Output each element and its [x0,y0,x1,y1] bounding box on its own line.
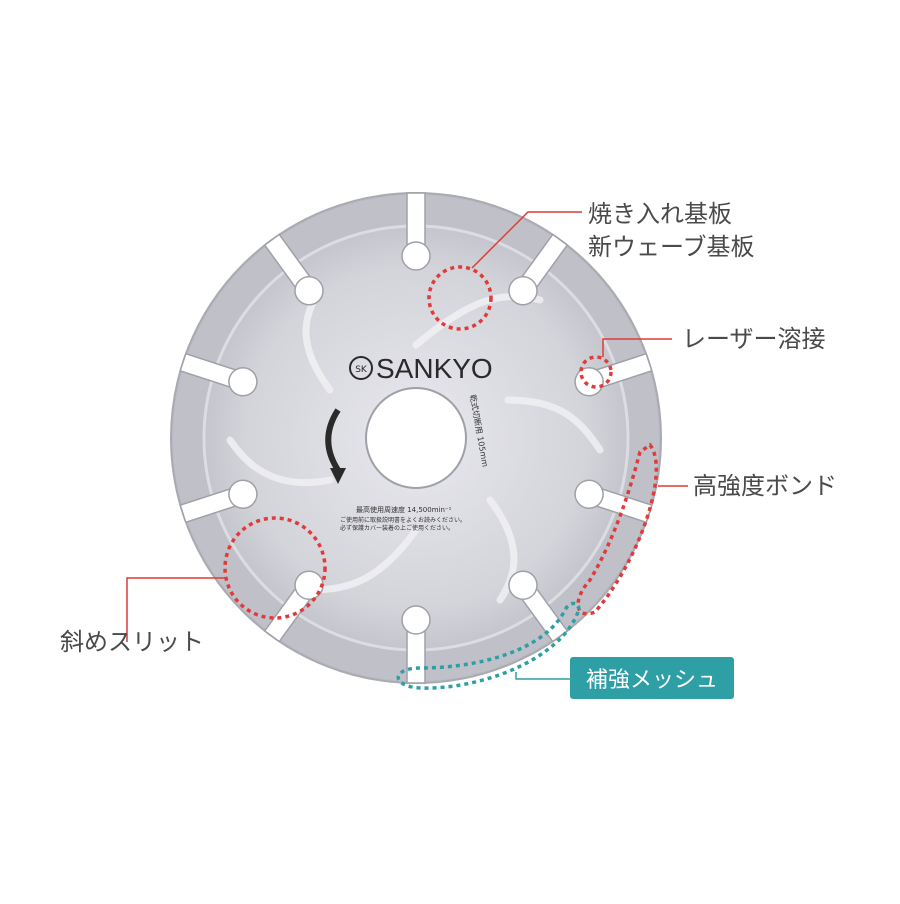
callout-heat-treated: 焼き入れ基板 新ウェーブ基板 [588,198,755,264]
brand-text: SANKYO [376,353,493,384]
callout-mesh: 補強メッシュ [570,657,734,699]
slits [179,192,653,684]
rotation-arrow [325,408,341,472]
caution-line-1: ご使用前に取扱説明書をよくお読みください。 [340,516,466,524]
callout-heat-treated-line-2: 新ウェーブ基板 [588,233,755,261]
red-leader-lines [126,211,688,642]
callout-slit: 斜めスリット [60,628,204,656]
callout-laser: レーザー溶接 [682,325,826,353]
callout-heat-treated-line-1: 焼き入れ基板 [588,200,732,228]
speed-text: 最高使用周速度 14,500min⁻¹ [356,505,452,514]
callout-bond: 高強度ボンド [693,472,837,500]
caution-line-2: 必ず保護カバー装着の上ご使用ください。 [340,524,454,532]
mesh-leader-line [515,672,570,680]
mesh-callout-outline [396,601,581,690]
arbor-hole [365,387,467,489]
logo-icon [349,356,373,380]
logo-text: SK [355,365,368,375]
